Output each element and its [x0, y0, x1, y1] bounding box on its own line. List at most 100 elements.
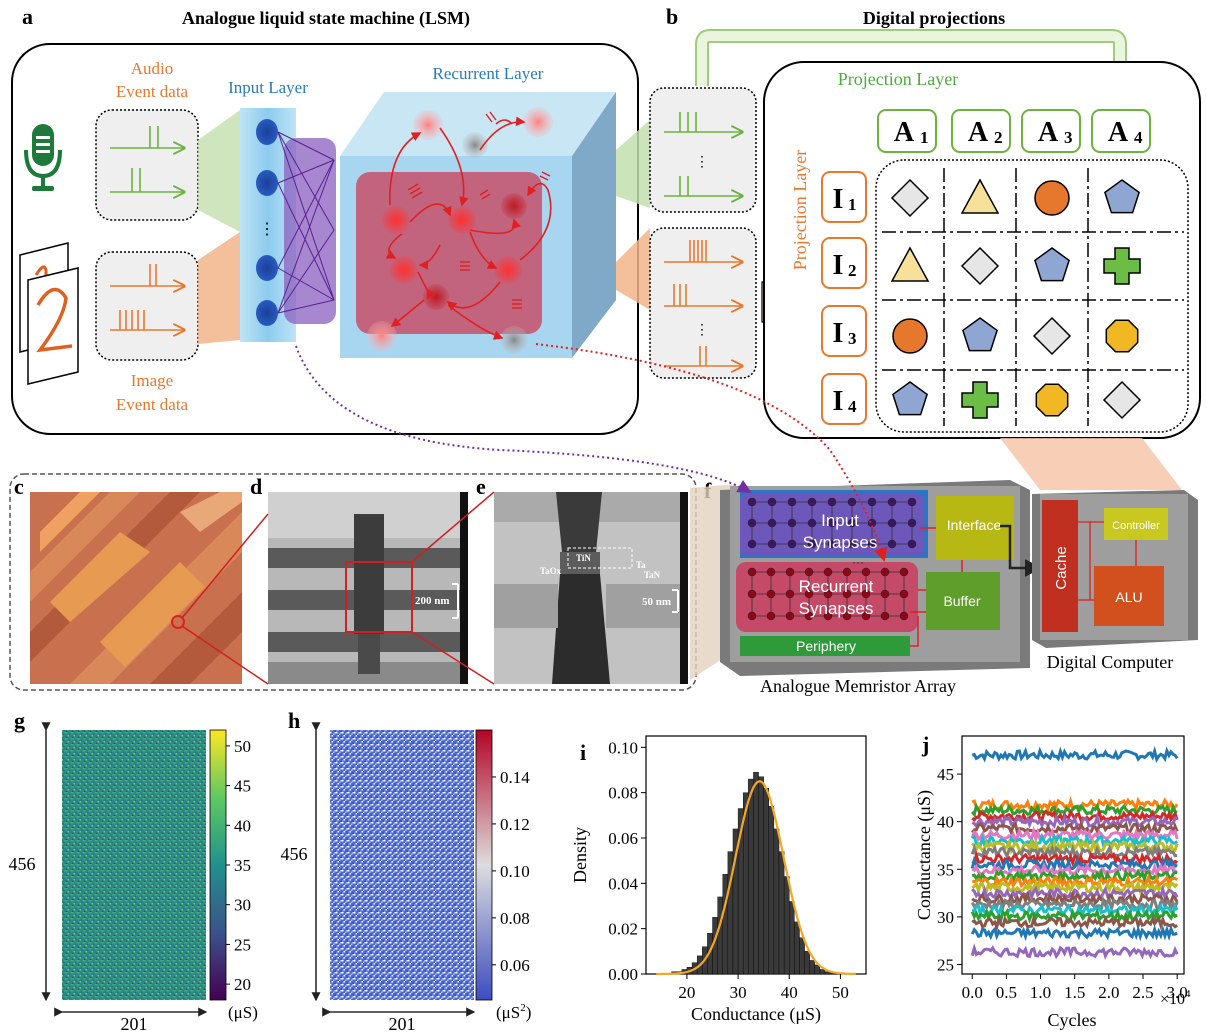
buffer-block	[926, 572, 1000, 630]
histogram-bar	[804, 951, 810, 975]
conductance-trace	[971, 884, 1179, 902]
histogram-bar	[763, 787, 769, 975]
j-y-tick-label: 40	[937, 813, 954, 832]
memristor-cell	[747, 589, 757, 599]
memristor-cell	[842, 589, 852, 599]
e-taox-label: TaOx	[540, 566, 562, 576]
memristor-cell	[787, 539, 797, 549]
memristor-cell	[767, 497, 777, 507]
array-to-computer-arrow	[1000, 524, 1043, 577]
conductance-trace	[971, 850, 1179, 869]
panel-label-j: j	[921, 732, 929, 757]
memristor-cell	[842, 567, 852, 577]
i-ylabel: Density	[570, 827, 590, 883]
crossbar-grid	[747, 497, 917, 621]
array-bus-wires	[910, 527, 963, 647]
conductance-trace	[970, 924, 1178, 942]
memristor-cell	[847, 497, 857, 507]
recurrent-synapses-line2: Synapses	[799, 599, 874, 618]
cube-side-face	[572, 92, 616, 358]
j-conductance-traces	[970, 745, 1179, 960]
handwritten-digits-icon	[19, 242, 79, 385]
array-caption: Analogue Memristor Array	[760, 676, 956, 696]
memristor-cell	[807, 518, 817, 528]
h-colorbar-tick-label: 0.12	[500, 815, 530, 834]
j-x-tick-label: 1.5	[1064, 983, 1085, 1002]
cross-shape	[1103, 247, 1141, 285]
memristor-cell	[907, 518, 917, 528]
memristor-cell	[861, 589, 871, 599]
audio-head-subscript: 2	[994, 128, 1003, 147]
audio-head-label: A	[894, 117, 915, 148]
memristor-cell	[787, 497, 797, 507]
image-output-box	[649, 227, 757, 379]
memristor-cell	[747, 539, 757, 549]
memristor-cell	[847, 539, 857, 549]
circle-shape	[1034, 180, 1070, 216]
audio-label-line1: Audio	[131, 59, 174, 78]
memristor-cell	[787, 518, 797, 528]
j-y-tick-label: 35	[937, 860, 954, 879]
panel-h: h 456 201 0.140.120.100.080.06 (μS2)	[281, 708, 532, 1032]
image-head-label: I	[833, 250, 844, 281]
memristor-cell	[842, 611, 852, 621]
panel-b: b Digital projections ⋮ ⋮ Projecti	[649, 4, 1201, 439]
conductance-trace	[971, 802, 1178, 819]
memristor-cell	[887, 497, 897, 507]
octagon-shape	[1105, 319, 1139, 353]
diamond-shape	[960, 246, 1000, 286]
memristor-cell	[766, 567, 776, 577]
j-x-tick-label: 0.0	[962, 983, 983, 1002]
e-tin-label: TiN	[576, 553, 591, 563]
g-colorbar-tick-label: 45	[234, 777, 251, 796]
memristor-cell	[827, 518, 837, 528]
g-colorbar	[209, 729, 227, 1001]
j-x-multiplier: ×104	[1160, 988, 1191, 1008]
h-colorbar	[475, 729, 493, 1001]
panel-e-tem	[494, 492, 688, 684]
conductance-trace	[970, 855, 1178, 875]
memristor-cell	[827, 539, 837, 549]
g-colorbar-unit: (μS)	[228, 1003, 258, 1022]
panel-label-i: i	[580, 740, 586, 765]
memristor-cell	[804, 589, 814, 599]
histogram-bar	[748, 778, 754, 975]
panel-label-e: e	[476, 474, 486, 499]
e-scale-bar-label: 50 nm	[642, 596, 671, 608]
projection-grid-frame	[875, 159, 1189, 433]
recurrent-to-array-pointer	[535, 343, 888, 562]
histogram-bar	[778, 851, 785, 975]
memristor-cell	[861, 611, 871, 621]
i-y-tick-label: 0.00	[608, 965, 638, 984]
lsm-title: Analogue liquid state machine (LSM)	[182, 8, 470, 29]
input-neurons	[256, 119, 278, 326]
g-colorbar-tick-label: 20	[234, 975, 251, 994]
memristor-cell	[880, 567, 890, 577]
projection-layer-side-label: Projection Layer	[790, 150, 810, 270]
panel-f: f Input Synapses Recurrent Synapses ··· …	[295, 343, 1198, 696]
memristor-cell	[880, 589, 890, 599]
input-layer-label: Input Layer	[228, 78, 308, 97]
conductance-trace	[971, 832, 1179, 850]
memristor-cell	[823, 589, 833, 599]
image-label-line2: Event data	[116, 395, 189, 414]
audio-event-box	[95, 109, 199, 221]
h-colorbar-tick-label: 0.08	[500, 909, 530, 928]
histogram-bar	[819, 969, 826, 975]
image-head-subscript: 2	[848, 261, 857, 280]
conductance-trace	[970, 906, 1178, 925]
panel-a: a Analogue liquid state machine (LSM) Au…	[11, 4, 650, 435]
pentagon-shape	[892, 381, 928, 416]
recurrent-layer-label: Recurrent Layer	[433, 64, 544, 83]
h-colorbar-ticks: 0.140.120.100.080.06	[492, 768, 530, 975]
i-y-tick-label: 0.08	[608, 784, 638, 803]
audio-head-label: A	[1038, 117, 1059, 148]
memristor-cell	[907, 497, 917, 507]
cross-shape	[961, 381, 999, 419]
